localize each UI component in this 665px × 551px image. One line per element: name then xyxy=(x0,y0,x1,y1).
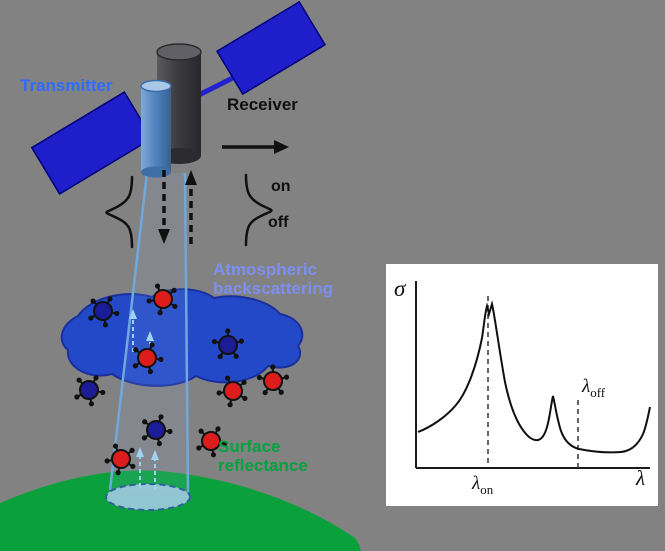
lambda-off-sub: off xyxy=(590,384,606,400)
red-molecule-icon xyxy=(196,426,228,458)
absorption-curve xyxy=(417,300,651,454)
lambda-on-label: λon xyxy=(472,473,493,498)
pulse-shape-left-icon xyxy=(105,175,134,249)
pulse-on-label: on xyxy=(271,178,291,195)
surface-reflectance-label: Surface reflectance xyxy=(218,437,308,476)
transmitter-cylinder xyxy=(140,79,172,178)
blue-molecule-icon xyxy=(74,375,106,407)
lambda-axis-label: λ xyxy=(636,466,646,490)
uplink-arrow-icon xyxy=(185,170,197,244)
red-molecule-icon xyxy=(132,342,164,375)
lambda-off-base: λ xyxy=(582,376,591,397)
transmitter-label: Transmitter xyxy=(20,76,113,95)
receiver-direction-arrow-icon xyxy=(222,140,289,154)
receiver-label: Receiver xyxy=(227,95,298,114)
red-molecule-icon xyxy=(216,375,248,408)
inset-chart-panel xyxy=(386,264,658,506)
blue-molecule-icon xyxy=(141,414,173,447)
lambda-off-label: λoff xyxy=(582,376,605,401)
lambda-on-sub: on xyxy=(480,481,494,497)
atmospheric-backscattering-label: Atmospheric backscattering xyxy=(213,260,333,299)
lambda-on-base: λ xyxy=(472,473,481,494)
downlink-arrow-icon xyxy=(158,170,170,244)
red-molecule-icon xyxy=(146,283,178,316)
molecules-layer xyxy=(74,283,290,476)
red-molecule-icon xyxy=(104,443,136,476)
beam-footprint-ellipse xyxy=(105,483,191,511)
pulse-off-label: off xyxy=(268,214,289,231)
red-molecule-icon xyxy=(256,364,290,396)
lidar-beam xyxy=(108,172,190,493)
pulse-shape-right-icon xyxy=(244,173,273,247)
sigma-axis-label: σ xyxy=(394,276,406,301)
solar-panel-right xyxy=(215,0,327,96)
earth-surface xyxy=(0,470,361,551)
blue-molecule-icon xyxy=(88,296,120,328)
solar-panel-left xyxy=(30,91,154,195)
backscatter-arrows xyxy=(129,309,159,489)
blue-molecule-icon xyxy=(211,328,245,360)
